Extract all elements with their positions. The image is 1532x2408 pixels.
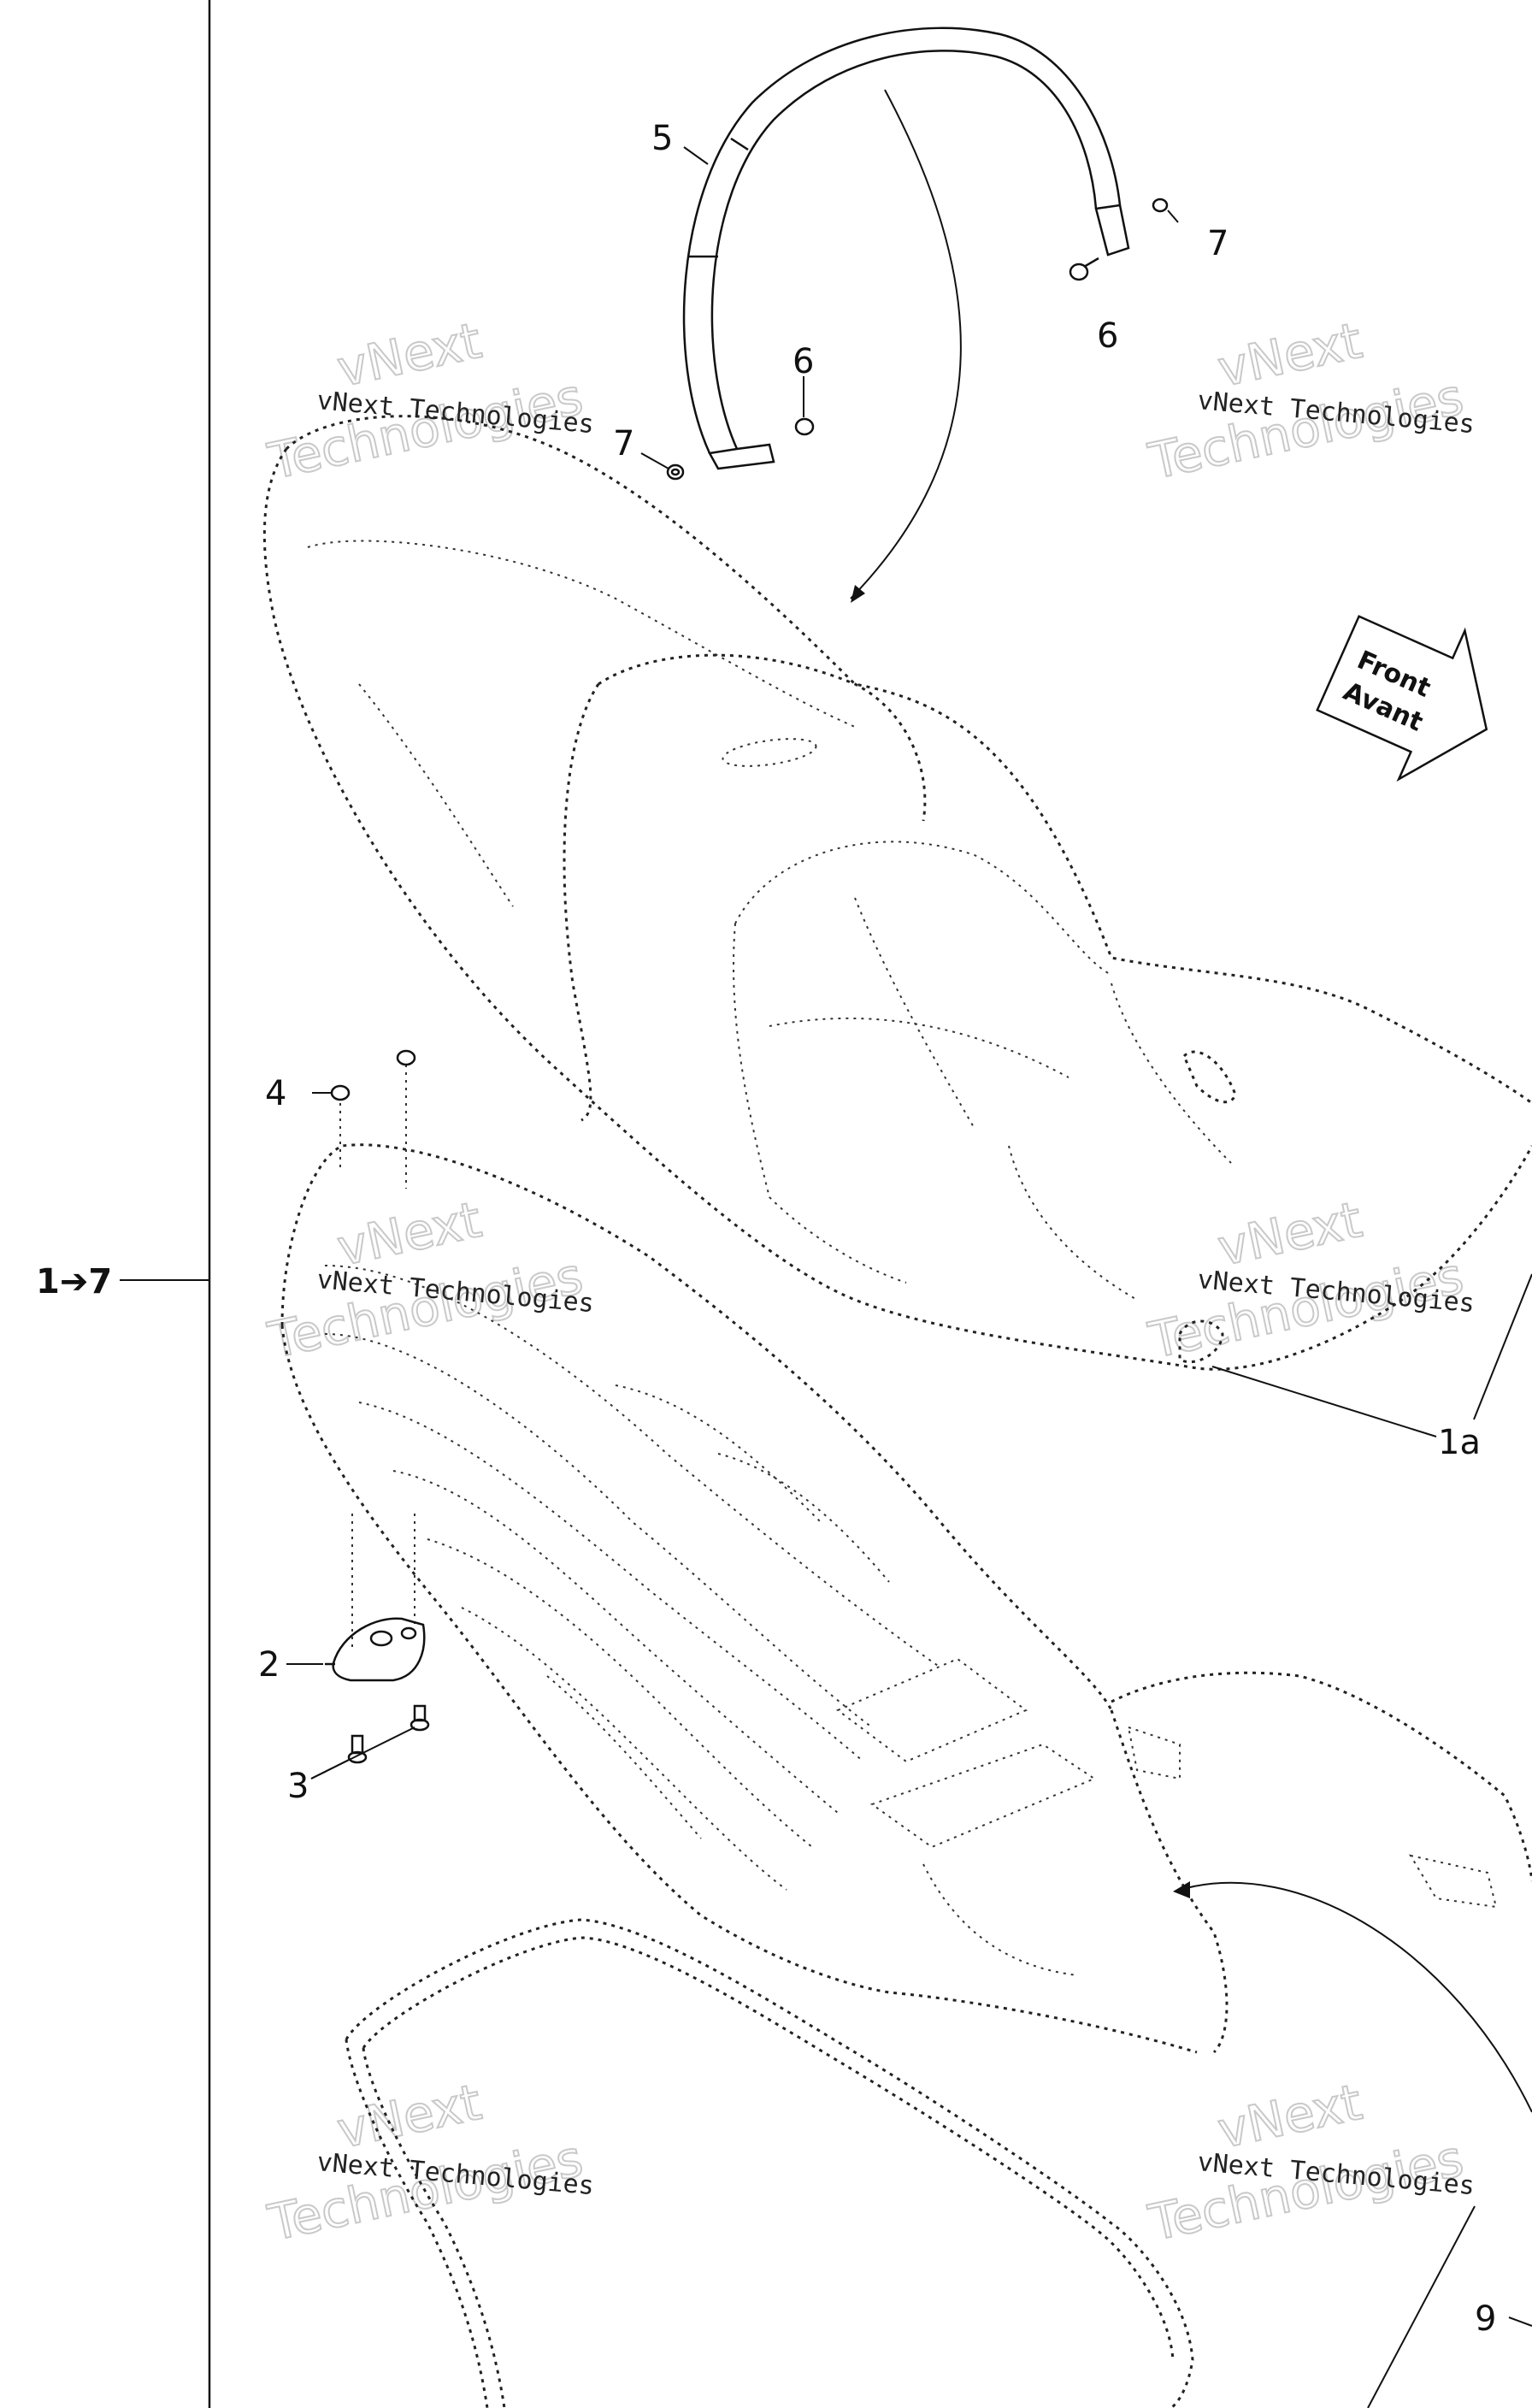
callout-6-mid: 6 bbox=[793, 342, 814, 381]
callout-7-top: 7 bbox=[1207, 224, 1229, 263]
screw-6-mid bbox=[794, 417, 815, 436]
callout-7-mid: 7 bbox=[613, 424, 634, 463]
callout-1a: 1a bbox=[1438, 1423, 1481, 1462]
watermark-top-left: vNext Technologies vNext Technologies bbox=[262, 310, 595, 492]
callout-leaders bbox=[286, 146, 1532, 2408]
grab-strap-part bbox=[682, 27, 1130, 470]
svg-text:vNext: vNext bbox=[333, 1190, 486, 1278]
seat-cover-part bbox=[262, 415, 1532, 1371]
svg-text:vNext: vNext bbox=[1213, 2073, 1367, 2160]
callout-4: 4 bbox=[265, 1074, 286, 1113]
svg-text:vNext: vNext bbox=[1213, 1190, 1367, 1278]
callout-9: 9 bbox=[1475, 2299, 1496, 2339]
assembly-arrow-strap bbox=[850, 89, 962, 603]
watermark-bottom-right: vNext Technologies vNext Technologies bbox=[1143, 2072, 1476, 2253]
assembly-arrow-seal bbox=[1173, 1881, 1532, 2113]
callout-2: 2 bbox=[258, 1645, 280, 1685]
front-direction-arrow: Front Avant bbox=[1316, 615, 1488, 782]
callout-5: 5 bbox=[651, 119, 673, 158]
watermark-mid-right: vNext Technologies vNext Technologies bbox=[1143, 1189, 1476, 1371]
watermark-top-right: vNext Technologies vNext Technologies bbox=[1143, 310, 1476, 492]
nut-4 bbox=[330, 1049, 416, 1101]
group-label: 1➔7 bbox=[36, 1262, 112, 1301]
seat-base-part bbox=[280, 1143, 1532, 2054]
svg-text:vNext: vNext bbox=[333, 2073, 486, 2160]
svg-text:vNext: vNext bbox=[333, 311, 486, 398]
guide-lines-4 bbox=[339, 1065, 415, 1650]
svg-text:vNext: vNext bbox=[1213, 311, 1367, 398]
screw-6-top bbox=[1069, 257, 1099, 281]
callout-6-top: 6 bbox=[1097, 316, 1118, 356]
watermark-bottom-left: vNext Technologies vNext Technologies bbox=[262, 2072, 595, 2253]
watermark-mid-left: vNext Technologies vNext Technologies bbox=[262, 1189, 595, 1371]
group-bracket: 1➔7 bbox=[36, 0, 211, 2408]
washer-7-top bbox=[1152, 198, 1169, 213]
seal-loop-part bbox=[345, 1918, 1194, 2408]
washer-7-mid bbox=[666, 463, 685, 481]
latch-part-2 bbox=[325, 1617, 426, 1682]
callout-3: 3 bbox=[287, 1767, 309, 1806]
